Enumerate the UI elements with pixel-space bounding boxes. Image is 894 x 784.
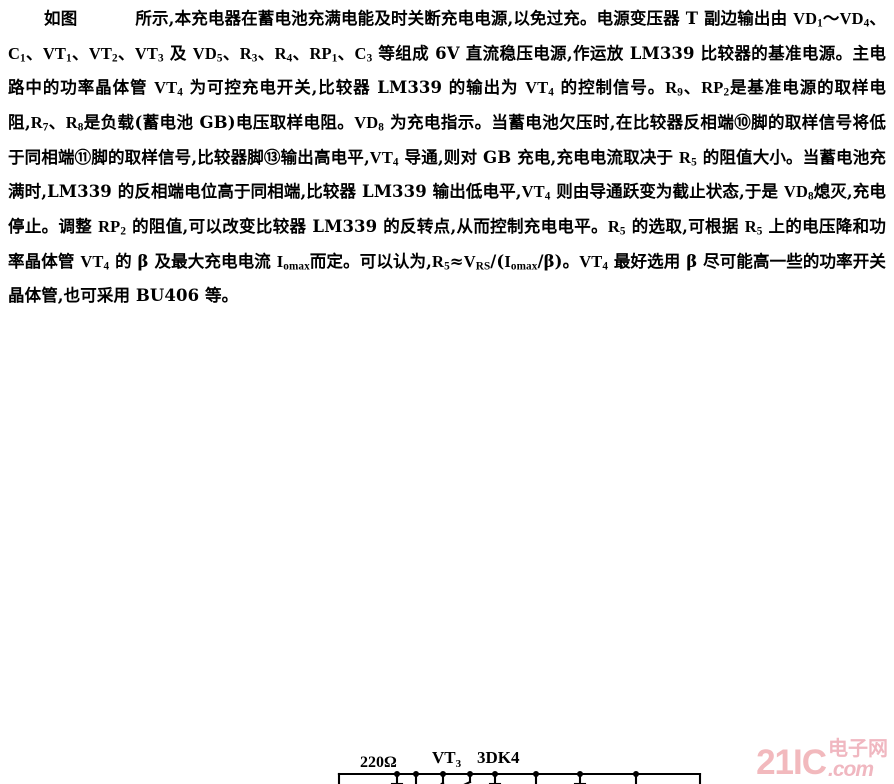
label-vt3-part: 3DK4	[477, 748, 520, 767]
component-ref-subscript: 5	[444, 260, 450, 273]
component-ref-subscript: 2	[120, 225, 127, 238]
component-ref: R4	[274, 43, 293, 65]
component-ref-subscript: omax	[510, 260, 538, 273]
component-ref-subscript: 4	[392, 156, 399, 169]
component-ref-subscript: 4	[286, 52, 293, 65]
paragraph-1: 如图所示,本充电器在蓄电池充满电能及时关断充电电源,以免过充。电源变压器 T 副…	[8, 9, 887, 306]
component-ref: VT1	[42, 43, 72, 65]
component-ref-subscript: 4	[548, 86, 554, 99]
component-ref-subscript: 8	[77, 121, 84, 134]
component-ref-subscript: 8	[378, 121, 384, 134]
component-ref-subscript: 1	[817, 17, 823, 30]
component-ref: VD1	[793, 9, 823, 30]
component-ref: VD5	[192, 43, 223, 65]
schematic-svg: ～220V S FU 1.5A T VD1～VD4 1N4002 (1A200V…	[160, 748, 702, 784]
component-ref: Iomax	[504, 251, 538, 273]
component-ref: VD8	[783, 182, 814, 203]
component-ref: R5	[432, 251, 450, 273]
component-ref: RP2	[701, 78, 730, 99]
component-ref: R7	[30, 112, 49, 134]
component-ref: VT3	[134, 43, 164, 65]
label-vt3: VT3	[432, 748, 462, 770]
component-ref-subscript: 1	[20, 52, 26, 65]
component-ref-subscript: 3	[366, 52, 373, 65]
component-ref: R5	[744, 216, 763, 238]
label-r2: R2	[502, 781, 520, 784]
component-ref: C3	[354, 43, 373, 65]
component-ref-subscript: 8	[807, 190, 814, 203]
component-ref: Iomax	[276, 251, 310, 273]
component-ref-subscript: 1	[331, 52, 338, 65]
component-ref-subscript: 5	[756, 225, 763, 238]
component-ref-subscript: 5	[691, 156, 697, 169]
component-ref-subscript: RS	[475, 260, 491, 273]
component-ref: VT4	[154, 78, 183, 99]
watermark-cn: 电子网	[828, 738, 888, 760]
component-ref: R8	[65, 112, 84, 134]
circuit-schematic: ～220V S FU 1.5A T VD1～VD4 1N4002 (1A200V…	[0, 378, 894, 784]
label-r1-value: 220Ω	[360, 754, 397, 771]
component-ref-subscript: omax	[283, 260, 310, 273]
component-ref: VT4	[80, 251, 110, 273]
component-ref: VT4	[521, 182, 551, 203]
label-r3: R3	[593, 781, 611, 784]
component-ref-subscript: 4	[103, 260, 110, 273]
article-body: 如图所示,本充电器在蓄电池充满电能及时关断充电电源,以免过充。电源变压器 T 副…	[0, 0, 894, 310]
component-ref-subscript: 3	[157, 52, 164, 65]
component-ref-subscript: 5	[216, 52, 223, 65]
component-ref: VT4	[579, 251, 609, 273]
watermark-21ic: 21IC 电子网 .com	[756, 739, 888, 780]
watermark-brand: 21IC	[756, 743, 827, 782]
component-ref-subscript: 4	[544, 190, 551, 203]
component-ref: VRS	[463, 251, 491, 273]
component-ref: C1	[8, 43, 26, 65]
component-ref: VT2	[88, 43, 118, 65]
component-ref-subscript: 4	[602, 260, 609, 273]
component-ref: R5	[679, 147, 697, 169]
component-ref-subscript: 5	[619, 225, 626, 238]
component-ref: RP1	[309, 43, 338, 65]
component-ref: R3	[239, 43, 258, 65]
component-ref: R9	[665, 78, 683, 99]
component-ref: RP2	[98, 216, 127, 238]
watermark-domain: .com	[828, 758, 874, 781]
component-ref-subscript: 9	[677, 86, 683, 99]
component-ref-subscript: 1	[66, 52, 72, 65]
component-ref: VD8	[354, 112, 384, 134]
component-ref-subscript: 4	[177, 86, 183, 99]
component-ref-subscript: 2	[112, 52, 118, 65]
component-ref-subscript: 7	[42, 121, 49, 134]
component-ref: VT4	[525, 78, 554, 99]
component-ref: VT4	[369, 147, 399, 169]
component-ref: VD4	[839, 9, 870, 30]
component-ref: R5	[607, 216, 626, 238]
component-ref-subscript: 4	[863, 17, 870, 30]
component-ref-subscript: 2	[723, 86, 730, 99]
component-ref-subscript: 3	[251, 52, 258, 65]
